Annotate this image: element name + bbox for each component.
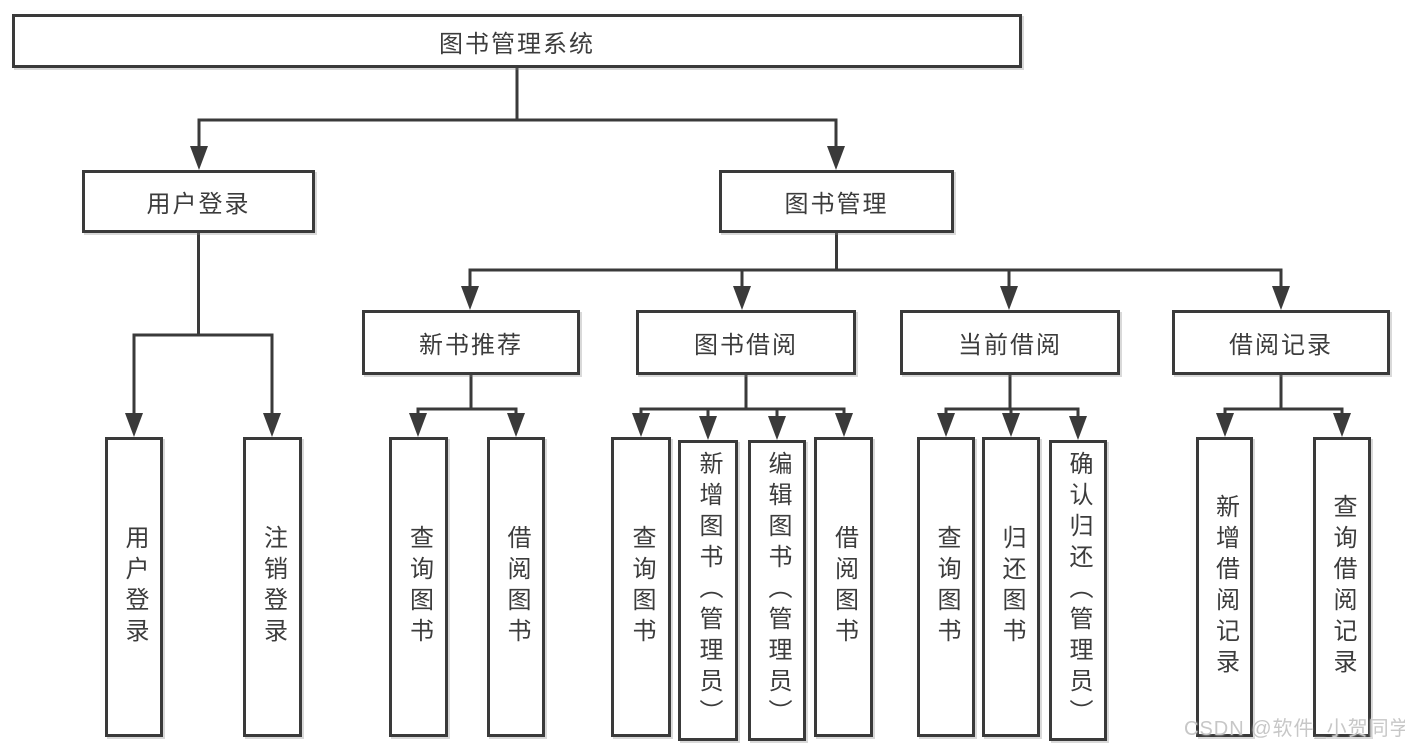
leaf-recommend-borrow-books: 借阅图书 <box>487 437 545 737</box>
node-book-borrowing: 图书借阅 <box>636 310 856 375</box>
leaf-borrow-borrow-books: 借阅图书 <box>814 437 873 737</box>
node-new-book-recommendation: 新书推荐 <box>362 310 580 375</box>
arrow-down-icon <box>733 286 751 310</box>
arrow-down-icon <box>190 146 208 170</box>
leaf-borrow-edit-book-admin: 编辑图书（管理员） <box>748 440 806 741</box>
csdn-watermark: CSDN @软件_小贺同学 <box>1184 718 1405 740</box>
leaf-current-query-books: 查询图书 <box>917 437 975 737</box>
connector-user-login <box>132 233 274 416</box>
arrow-down-icon <box>835 413 853 437</box>
arrow-down-icon <box>699 416 717 440</box>
arrow-down-icon <box>827 146 845 170</box>
arrow-down-icon <box>768 416 786 440</box>
arrow-down-icon <box>937 413 955 437</box>
node-root: 图书管理系统 <box>12 14 1022 68</box>
leaf-records-add-record: 新增借阅记录 <box>1196 437 1253 737</box>
leaf-logout: 注销登录 <box>243 437 302 737</box>
connector-book-borrowing <box>639 375 846 418</box>
leaf-user-login: 用户登录 <box>105 437 163 737</box>
leaf-current-confirm-return-admin: 确认归还（管理员） <box>1049 440 1107 741</box>
arrow-down-icon <box>1069 416 1087 440</box>
arrow-down-icon <box>507 413 525 437</box>
connector-new-book-recommendation <box>416 375 518 415</box>
leaf-borrow-add-book-admin: 新增图书（管理员） <box>678 440 738 741</box>
arrow-down-icon <box>1333 413 1351 437</box>
connector-current-borrowing <box>944 375 1080 418</box>
connector-book-management <box>468 233 1283 288</box>
leaf-records-query-record: 查询借阅记录 <box>1313 437 1371 737</box>
leaf-borrow-query-books: 查询图书 <box>611 437 671 737</box>
arrow-down-icon <box>461 286 479 310</box>
node-book-management: 图书管理 <box>719 170 954 233</box>
arrow-down-icon <box>1002 413 1020 437</box>
node-current-borrowing: 当前借阅 <box>900 310 1120 375</box>
leaf-current-return-book: 归还图书 <box>982 437 1040 737</box>
node-user-login: 用户登录 <box>82 170 315 233</box>
node-borrowing-records: 借阅记录 <box>1172 310 1390 375</box>
leaf-recommend-query-books: 查询图书 <box>389 437 448 737</box>
arrow-down-icon <box>125 413 143 437</box>
connector-root <box>197 68 838 150</box>
arrow-down-icon <box>1272 286 1290 310</box>
arrow-down-icon <box>409 413 427 437</box>
arrow-down-icon <box>1000 286 1018 310</box>
connector-borrowing-records <box>1223 375 1344 415</box>
arrow-down-icon <box>1216 413 1234 437</box>
arrow-down-icon <box>632 413 650 437</box>
arrow-down-icon <box>263 413 281 437</box>
